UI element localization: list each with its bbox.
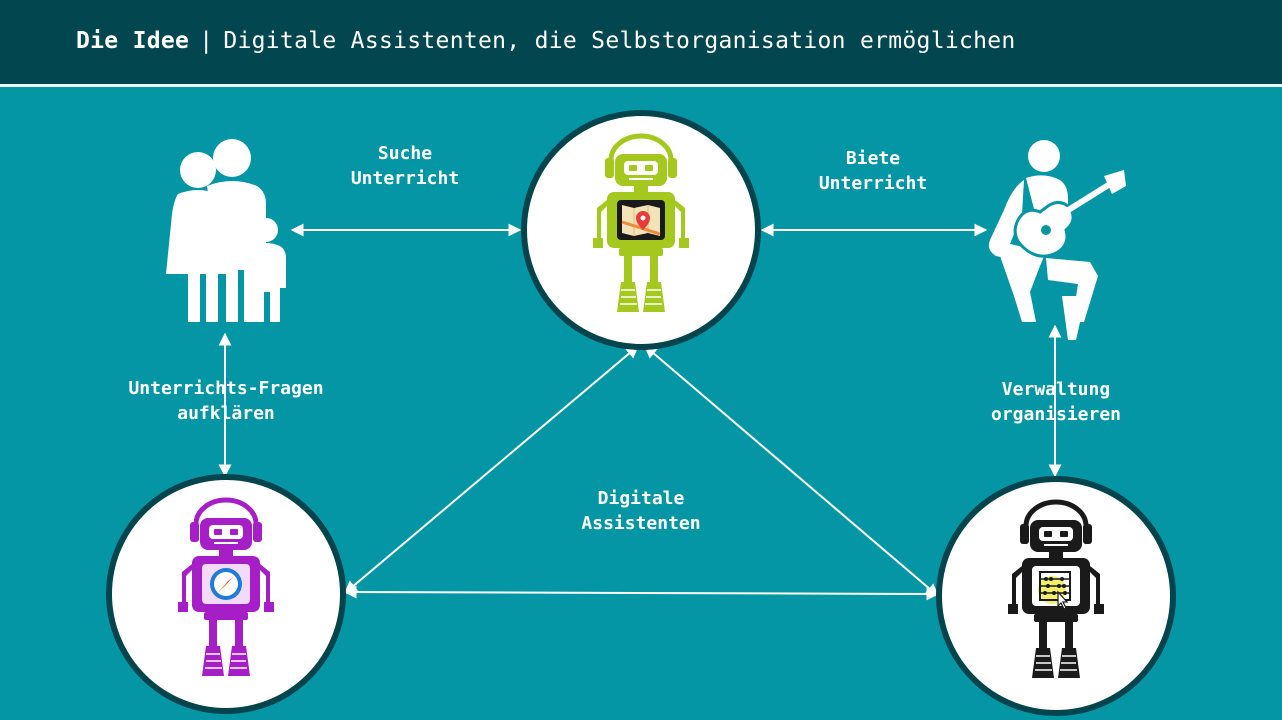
label-digital-assistants: Digitale Assistenten [581, 488, 701, 534]
arrow-robot-left-robot-top [344, 345, 639, 594]
title-bold: Die Idee [76, 28, 190, 54]
header-divider [0, 84, 1282, 87]
page-title: Die Idee | Digitale Assistenten, die Selbs… [76, 28, 1016, 54]
title-separator: | [199, 28, 214, 54]
label-administration: Verwaltung organisieren [990, 379, 1122, 425]
arrow-robot-top-robot-right [644, 345, 939, 597]
robot-map-icon [593, 133, 689, 312]
header-bar [0, 0, 1282, 84]
robot-abacus-icon [1008, 499, 1104, 678]
family-icon [166, 139, 286, 322]
label-lesson-questions: Unterrichts-Fragen aufklären [128, 378, 324, 424]
label-search-lesson: Suche Unterricht [350, 143, 460, 189]
guitar-player-icon [988, 140, 1126, 340]
label-offer-lesson: Biete Unterricht [818, 148, 928, 194]
robot-compass-icon [178, 497, 274, 676]
arrow-robot-left-robot-right [343, 585, 940, 601]
title-subtitle: Digitale Assistenten, die Selbstorganisa… [223, 28, 1016, 54]
